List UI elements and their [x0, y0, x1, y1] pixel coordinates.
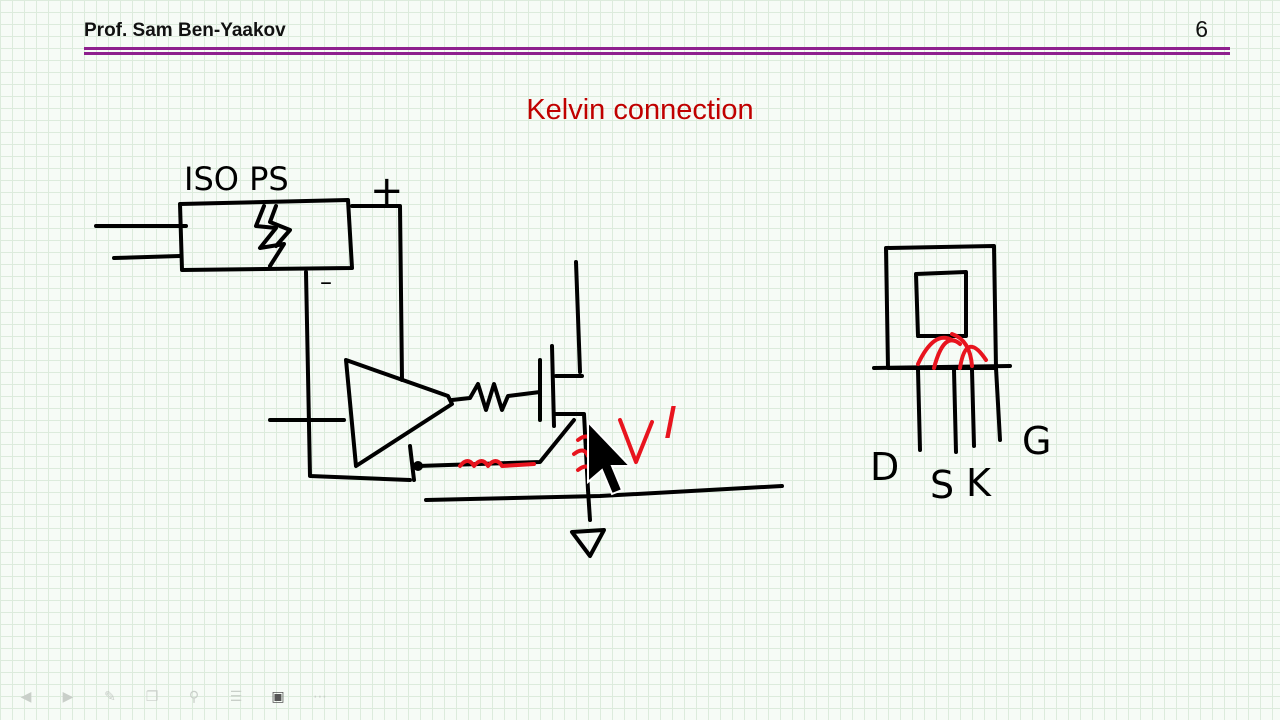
pin-g	[994, 366, 1002, 442]
header-rule-top	[84, 47, 1230, 50]
prev-icon[interactable]: ◀	[20, 689, 32, 705]
slide-title: Kelvin connection	[526, 94, 754, 126]
ps-label: ISO PS	[184, 160, 289, 198]
ps-input-bottom	[112, 254, 182, 260]
driver-triangle	[344, 358, 454, 468]
more-icon[interactable]: ⋯	[313, 689, 327, 705]
ground-symbol	[570, 528, 606, 558]
ps-minus-label: –	[320, 268, 332, 296]
pin-k	[970, 368, 976, 448]
pin-d	[916, 368, 922, 452]
isolated-power-supply: ISO PS + –	[94, 160, 404, 296]
positive-wire	[350, 204, 404, 382]
negative-wire	[304, 270, 412, 482]
ps-isolation-symbol-2	[268, 204, 292, 248]
gate-plate-2	[550, 344, 556, 428]
pin-label-s: S	[930, 463, 954, 507]
package-tab-line	[872, 364, 1012, 370]
menu-icon[interactable]: ☰	[229, 689, 243, 705]
author-name: Prof. Sam Ben-Yaakov	[84, 20, 286, 41]
gate-resistor	[450, 382, 542, 412]
ps-box	[178, 198, 354, 272]
page-number: 6	[1195, 16, 1208, 42]
presentation-toolbar: ◀ ▶ ✎ ❐ ⚲ ☰ ▣ ⋯	[12, 686, 334, 708]
pen-icon[interactable]: ✎	[104, 689, 116, 705]
to220-package: D S K G	[870, 244, 1051, 507]
current-arrow	[618, 418, 654, 464]
driver-ground	[408, 444, 416, 482]
mouse-cursor-icon	[587, 419, 633, 496]
ps-isolation-symbol	[254, 204, 286, 268]
copy-icon[interactable]: ❐	[145, 689, 159, 705]
mosfet-drain	[574, 260, 582, 374]
pin-s	[952, 368, 958, 454]
package-inner	[914, 270, 968, 338]
ground-stem	[586, 488, 592, 522]
pin-label-k: K	[966, 461, 992, 505]
next-icon[interactable]: ▶	[62, 689, 74, 705]
power-ground-bus	[424, 484, 784, 502]
current-label: I	[664, 398, 677, 449]
parasitic-inductance-kelvin	[458, 459, 536, 468]
camera-icon[interactable]: ▣	[271, 689, 285, 705]
bond-wires	[916, 332, 988, 370]
header-rule-bottom	[84, 52, 1230, 55]
pin-label-g: G	[1022, 419, 1051, 463]
pin-label-d: D	[870, 445, 899, 489]
zoom-icon[interactable]: ⚲	[188, 689, 200, 705]
